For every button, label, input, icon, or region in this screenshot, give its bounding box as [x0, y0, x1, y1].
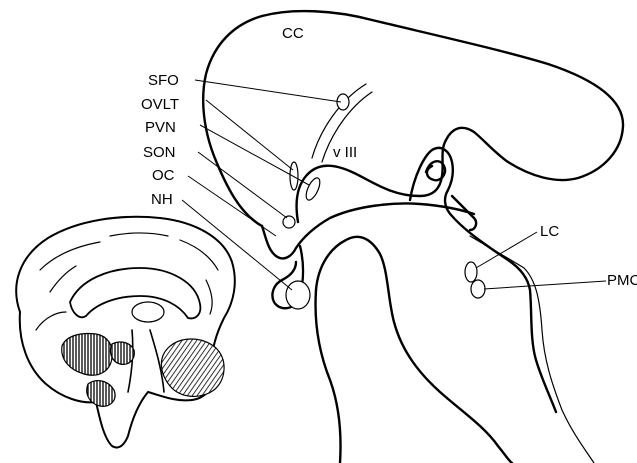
sfo-leader	[195, 80, 341, 102]
pvn-leader	[200, 125, 309, 185]
lc-nucleus	[465, 262, 477, 282]
inset-whole-brain	[16, 217, 235, 448]
nh-nucleus	[286, 281, 310, 309]
inset-gyrus-3	[180, 240, 218, 270]
label-pvn: PVN	[145, 119, 176, 136]
label-sfo: SFO	[148, 72, 179, 89]
lc-leader	[476, 232, 537, 268]
corpus-callosum-outline	[203, 11, 623, 226]
pons-dorsal-line	[470, 236, 594, 463]
label-ovlt: OVLT	[141, 96, 179, 113]
fourth-ventricle-outline	[410, 148, 556, 412]
hypothalamus-outline	[262, 204, 474, 259]
label-lc: LC	[540, 223, 559, 240]
label-oc: OC	[152, 167, 175, 184]
inset-hatched-left	[62, 334, 113, 376]
pmc-leader	[484, 281, 606, 289]
pmc-nucleus	[471, 280, 485, 298]
brainstem-outline	[316, 237, 512, 463]
inset-hatched-mid	[110, 342, 134, 364]
label-son: SON	[143, 144, 176, 161]
label-v3: v III	[333, 144, 357, 161]
inset-gyrus-4	[50, 266, 76, 292]
label-nh: NH	[151, 191, 173, 208]
pvn-nucleus	[303, 176, 322, 202]
inset-gyrus-1	[40, 242, 100, 270]
inset-gyrus-6	[36, 312, 66, 330]
inset-cerebellum	[161, 339, 224, 396]
inset-gyrus-2	[110, 233, 168, 236]
son-nucleus	[283, 216, 295, 228]
oc-leader	[188, 176, 276, 236]
label-cc: CC	[282, 25, 304, 42]
inset-thalamus	[132, 302, 164, 322]
brainstem-outline-front	[316, 290, 341, 463]
nh-leader	[182, 200, 292, 290]
label-pmc: PMC	[607, 272, 637, 289]
inset-brainstem	[128, 330, 164, 392]
inset-gyrus-5	[206, 280, 212, 314]
ovlt-structure	[290, 162, 298, 190]
